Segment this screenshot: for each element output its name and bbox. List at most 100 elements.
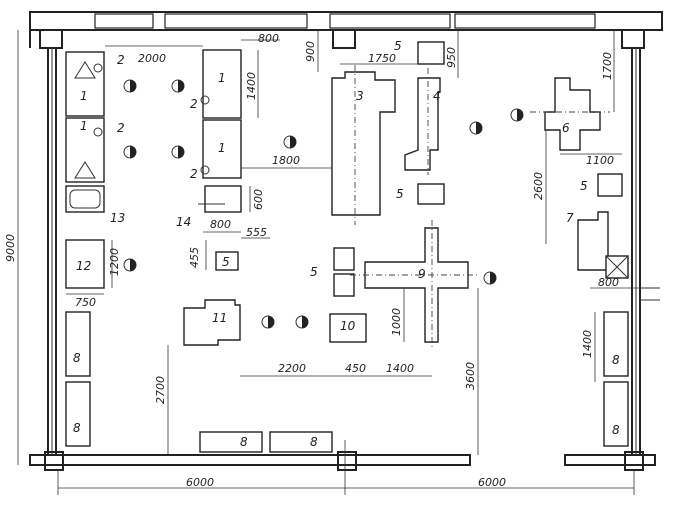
- machine-7-box-x2: [605, 255, 629, 279]
- dim-6000-right: 6000: [478, 476, 506, 489]
- dim-450: 450: [345, 362, 366, 375]
- label-5c: 5: [310, 265, 318, 279]
- dim-900: 900: [304, 41, 317, 62]
- column-top-left: [39, 29, 63, 49]
- label-2d: 2: [190, 167, 198, 181]
- machine-10: [329, 313, 367, 343]
- machine-5-top: [417, 41, 445, 65]
- workplace-2b: [93, 127, 103, 137]
- machine-13-inner: [69, 189, 101, 209]
- machine-8-left-b: [65, 381, 91, 447]
- machine-1-top-left: [65, 51, 105, 117]
- machine-14: [204, 185, 242, 213]
- dim-6000-left: 6000: [186, 476, 214, 489]
- dim-1700: 1700: [601, 52, 614, 80]
- label-2c: 2: [190, 97, 198, 111]
- center-machines: [329, 41, 480, 350]
- machine-8-bottom-a: [199, 431, 263, 453]
- machine-12: [65, 239, 105, 289]
- center-left-machines: [183, 49, 333, 453]
- building-walls: [29, 11, 663, 471]
- dim-800-mid: 800: [210, 218, 231, 231]
- label-5b: 5: [396, 187, 404, 201]
- machine-number-labels: 1 1 1 1 2 2 2 2 3 4 5 5 5 5 5 6 7 8 8 8 …: [73, 39, 620, 449]
- label-8e: 8: [240, 435, 248, 449]
- dim-1400-right: 1400: [581, 330, 594, 358]
- label-9: 9: [418, 267, 426, 281]
- window-top-3: [329, 13, 451, 29]
- label-8f: 8: [310, 435, 318, 449]
- marker-6-fill: [476, 122, 482, 134]
- dim-555: 555: [246, 226, 267, 239]
- triangle-mark-2: [74, 161, 96, 179]
- marker-3-fill: [130, 146, 136, 158]
- machine-1-center-bottom: [202, 119, 242, 179]
- column-top-mid: [332, 29, 356, 49]
- dim-800-top: 800: [258, 32, 279, 45]
- bottom-wall-right: [564, 454, 656, 466]
- marker-7-fill: [517, 109, 523, 121]
- marker-9-fill: [268, 316, 274, 328]
- label-8c: 8: [612, 353, 620, 367]
- label-4: 4: [433, 89, 441, 103]
- machine-8-right-a: [603, 311, 629, 377]
- workplace-2a: [93, 63, 103, 73]
- marker-2-fill: [178, 80, 184, 92]
- machine-1-center-top: [202, 49, 242, 119]
- machine-3: [331, 71, 396, 216]
- dim-9000: 9000: [4, 234, 17, 262]
- marker-8-fill: [130, 259, 136, 271]
- column-top-right: [621, 29, 645, 49]
- machine-8-left-a: [65, 311, 91, 377]
- marker-1-fill: [130, 80, 136, 92]
- label-7: 7: [566, 211, 574, 225]
- triangle-mark-1: [74, 61, 96, 79]
- dimension-texts: 2000 800 900 1750 950 1700 1400 1800 600…: [4, 32, 619, 489]
- machine-5-pair-b: [333, 273, 355, 297]
- dim-1100: 1100: [586, 154, 614, 167]
- label-8a: 8: [73, 351, 81, 365]
- marker-10-fill: [302, 316, 308, 328]
- machine-9: [364, 227, 469, 343]
- machine-7: [577, 211, 609, 271]
- window-top-4: [454, 13, 596, 29]
- label-10: 10: [340, 319, 356, 333]
- dim-2600: 2600: [532, 172, 545, 200]
- label-6: 6: [562, 121, 570, 135]
- label-8b: 8: [73, 421, 81, 435]
- machine-4: [404, 77, 441, 171]
- label-1d: 1: [218, 141, 226, 155]
- label-12: 12: [76, 259, 91, 273]
- machine-6: [544, 77, 601, 151]
- marker-4-fill: [178, 146, 184, 158]
- label-2b: 2: [117, 121, 125, 135]
- dim-1200: 1200: [108, 248, 121, 276]
- label-1a: 1: [80, 89, 88, 103]
- label-1c: 1: [218, 71, 226, 85]
- label-14: 14: [176, 215, 191, 229]
- workplace-markers: [123, 79, 524, 329]
- right-machines: [530, 77, 629, 447]
- dim-2700: 2700: [154, 376, 167, 404]
- label-11: 11: [212, 311, 227, 325]
- label-5d: 5: [580, 179, 588, 193]
- machine-5-right: [597, 173, 623, 197]
- label-8d: 8: [612, 423, 620, 437]
- machine-8-right-b: [603, 381, 629, 447]
- dim-750: 750: [75, 296, 96, 309]
- dim-600: 600: [252, 189, 265, 210]
- label-5e: 5: [222, 255, 230, 269]
- dimension-lines: [17, 30, 640, 495]
- dim-1400-bottom: 1400: [386, 362, 414, 375]
- machine-8-bottom-b: [269, 431, 333, 453]
- dim-3600: 3600: [464, 362, 477, 390]
- column-bottom-left: [44, 451, 64, 471]
- marker-11-fill: [490, 272, 496, 284]
- label-13: 13: [110, 211, 125, 225]
- dim-455: 455: [188, 247, 201, 268]
- machine-11: [183, 299, 241, 346]
- workplace-2d: [200, 165, 210, 175]
- label-2a: 2: [117, 53, 125, 67]
- window-top-2: [164, 13, 308, 29]
